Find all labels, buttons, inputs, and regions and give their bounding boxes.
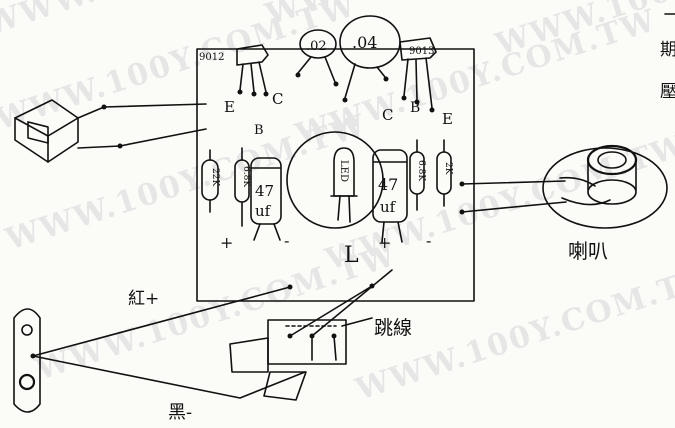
transistor-9013: 9013 C B E xyxy=(382,37,453,128)
pin-c-left: C xyxy=(272,90,283,108)
switch-leads xyxy=(289,269,393,337)
resistor-68k-right: 6.8K xyxy=(409,139,426,211)
pin-b-left: B xyxy=(254,123,264,138)
cap-right-minus: - xyxy=(426,231,431,250)
pin-b-right: B xyxy=(410,100,420,116)
cap-right-value: 47 xyxy=(378,175,398,194)
speaker: 喇叭 xyxy=(459,144,668,263)
capacitor-002-label: .02 xyxy=(306,39,327,54)
coil xyxy=(286,131,384,229)
pin-e-left: E xyxy=(224,98,235,116)
led: LED xyxy=(330,147,358,223)
resistor-22k-label: 22K xyxy=(210,168,220,186)
resistor-68k-right-label: 6.8K xyxy=(416,160,426,181)
transistor-right-model: 9013 xyxy=(409,46,434,57)
cap-right-plus: + xyxy=(378,233,391,252)
header-char-1: 期 xyxy=(660,40,675,60)
transistor-left-model: 9012 xyxy=(199,52,224,63)
pin-e-right: E xyxy=(442,110,453,128)
push-switch xyxy=(14,99,207,163)
black-wire-label: 黑- xyxy=(168,402,192,423)
cap-left-value: 47 xyxy=(255,182,274,200)
capacitor-002: .02 xyxy=(295,29,339,87)
red-wire xyxy=(32,286,291,357)
pin-c-right: C xyxy=(382,106,393,124)
watermark-layer: WWW.100Y.COM.TW WWW.100Y.COM.TW WWW.100Y… xyxy=(0,0,675,408)
led-label: LED xyxy=(338,160,349,182)
black-wire xyxy=(32,355,306,399)
resistor-68k-left-label: 6.8K xyxy=(241,166,251,187)
resistor-22k: 22K xyxy=(201,149,220,213)
transistor-9012: 9012 E B C xyxy=(199,44,283,138)
coil-label: L xyxy=(344,243,359,268)
red-wire-label: 紅+ xyxy=(128,289,159,309)
resistor-68k-left: 6.8K xyxy=(234,147,251,227)
resistor-2k-label: 2K xyxy=(443,162,453,175)
battery-holder xyxy=(13,308,41,413)
speaker-label: 喇叭 xyxy=(568,239,608,263)
header-char-2: 壓 xyxy=(660,82,675,102)
cap-left-plus: + xyxy=(220,233,233,252)
cap-right-unit: uf xyxy=(380,198,397,216)
cap-left-minus: - xyxy=(284,231,289,250)
resistor-2k: 2K xyxy=(436,139,453,207)
capacitor-004-label: .04 xyxy=(352,33,377,52)
cap-left-unit: uf xyxy=(255,202,272,220)
capacitor-47uf-left: 47 uf + - xyxy=(220,157,289,252)
jumper-label: 跳線 xyxy=(374,317,412,339)
capacitor-47uf-right: 47 uf + - xyxy=(372,149,431,252)
slide-switch: 跳線 xyxy=(229,269,412,401)
